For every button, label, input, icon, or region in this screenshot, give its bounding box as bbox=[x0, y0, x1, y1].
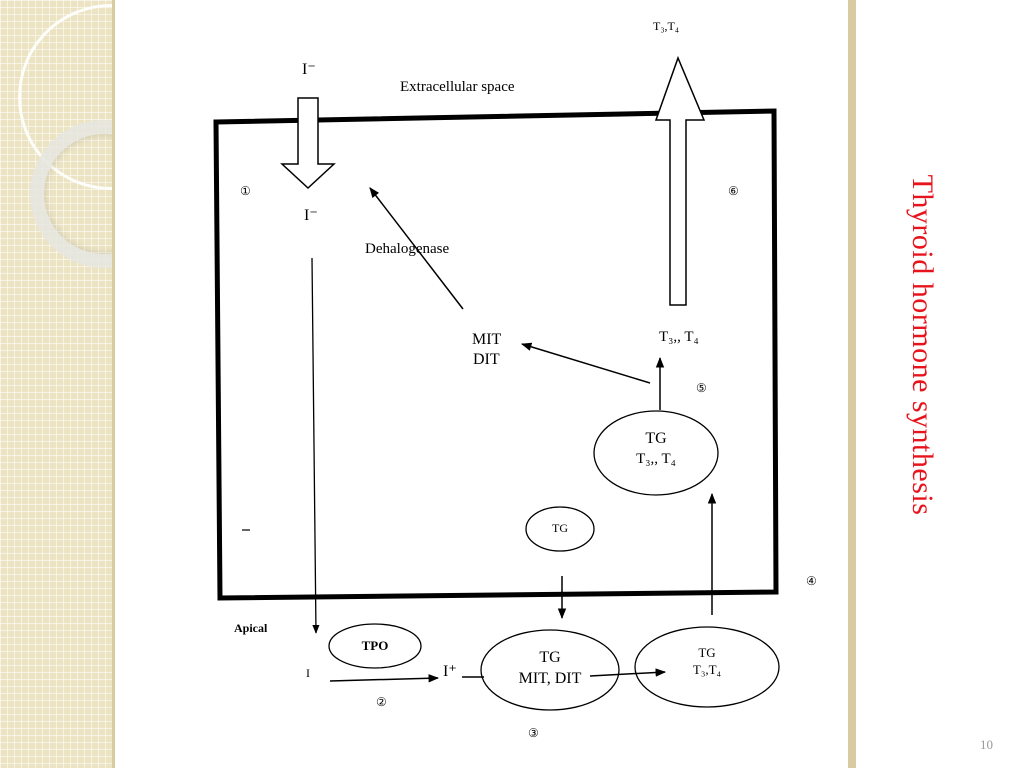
iodine-plus-label: I⁺ bbox=[443, 663, 457, 680]
iodide-top-label: I⁻ bbox=[302, 61, 316, 78]
iodide-transport-arrow bbox=[311, 257, 320, 634]
iodide-inside-label: I⁻ bbox=[304, 207, 318, 224]
tpo-label: TPO bbox=[361, 638, 389, 653]
decorative-sidebar bbox=[0, 0, 112, 768]
page-number: 10 bbox=[980, 737, 993, 752]
oxidation-arrow bbox=[329, 674, 440, 683]
tg-upper-line2: T₃,, T₄ bbox=[636, 451, 676, 467]
t3t4-mid-label: T₃,, T₄ bbox=[659, 329, 699, 345]
tg-right-ellipse bbox=[634, 626, 780, 708]
slide-title-container: Thyroid hormone synthesis bbox=[862, 110, 982, 580]
tpo-ellipse bbox=[328, 623, 422, 669]
step-3-marker: ③ bbox=[528, 726, 539, 740]
iodide-uptake-arrow bbox=[280, 97, 336, 190]
step-4-marker: ④ bbox=[806, 574, 817, 588]
mit-label: MIT bbox=[472, 331, 502, 348]
sidebar-edge bbox=[112, 0, 115, 768]
slide-title: Thyroid hormone synthesis bbox=[906, 174, 939, 516]
iodine-label: I bbox=[306, 666, 310, 680]
deiodination-arrow bbox=[520, 342, 651, 384]
tg-right-line2: T₃,T₄ bbox=[692, 662, 722, 677]
tg-small-ellipse bbox=[525, 506, 595, 552]
step-5-marker: ⑤ bbox=[696, 381, 707, 395]
tg-right-line1: TG bbox=[698, 645, 716, 660]
step-1-marker: ① bbox=[240, 184, 251, 198]
step-6-marker: ⑥ bbox=[728, 184, 739, 198]
extracellular-space-label: Extracellular space bbox=[400, 79, 515, 95]
tg-small-label: TG bbox=[552, 521, 568, 535]
tg-mit-dit-ellipse bbox=[480, 629, 620, 711]
tg-t3t4-ellipse bbox=[593, 410, 719, 496]
t3t4-top-label: T₃,T₄ bbox=[653, 19, 680, 33]
dehalogenase-label: Dehalogenase bbox=[365, 241, 450, 257]
tg-center-line1: TG bbox=[539, 649, 561, 666]
dit-label: DIT bbox=[473, 351, 500, 368]
tg-upper-line1: TG bbox=[645, 430, 667, 447]
hormone-secretion-arrow bbox=[654, 55, 706, 306]
diagram-graphics bbox=[213, 55, 780, 711]
coupling-arrow bbox=[589, 668, 667, 677]
tg-center-line2: MIT, DIT bbox=[518, 670, 582, 687]
thyroid-synthesis-diagram: I⁻ Extracellular space T₃,T₄ ① I⁻ ⑥ Deha… bbox=[210, 0, 830, 768]
apical-label: Apical bbox=[234, 621, 268, 635]
cell-boundary bbox=[213, 108, 779, 601]
step-2-marker: ② bbox=[376, 695, 387, 709]
dehalogenase-arrow bbox=[369, 187, 464, 310]
right-divider-strip bbox=[848, 0, 856, 768]
